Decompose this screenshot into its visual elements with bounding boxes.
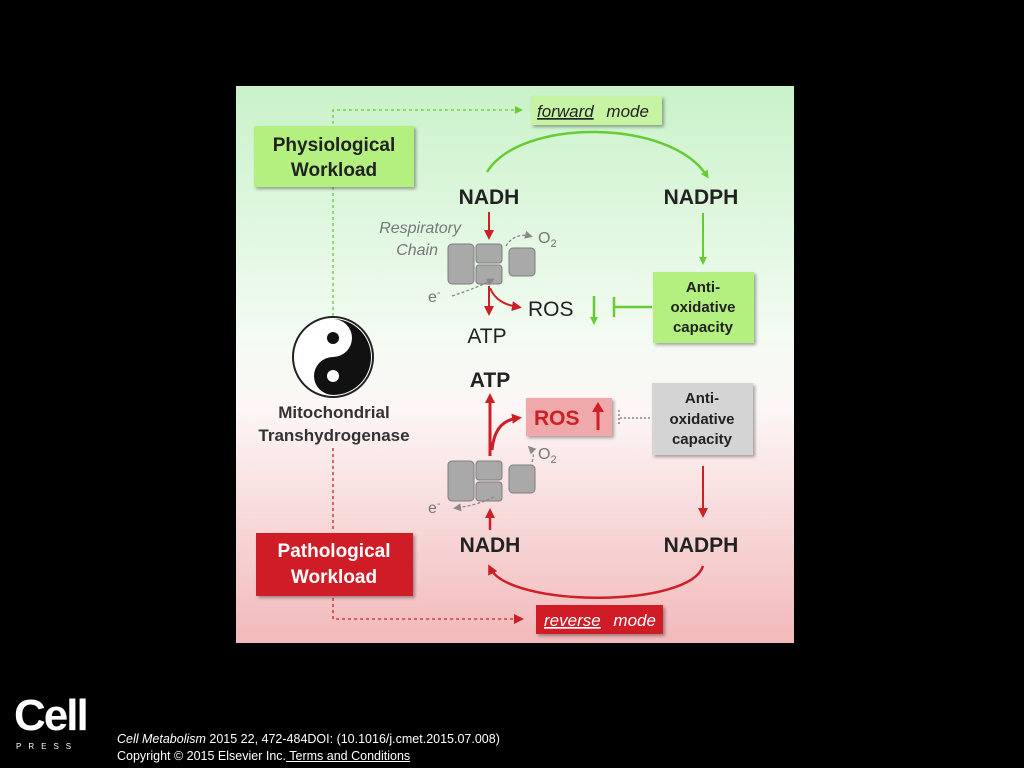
- bottom-nadph-label: NADPH: [664, 534, 739, 557]
- top-chain-complex-icon: [447, 243, 536, 285]
- top-antiox-line1: Anti-: [686, 279, 720, 296]
- physiological-workload-box: [254, 126, 414, 187]
- forward-mode-rest: mode: [606, 102, 649, 121]
- bottom-antioxidant-box: [652, 383, 753, 455]
- top-antiox-line2: oxidative: [670, 299, 735, 316]
- pathological-line2: Workload: [291, 567, 377, 588]
- reverse-mode-rest: mode: [613, 611, 656, 630]
- top-o2-subscript: 2: [550, 238, 556, 250]
- top-electron-sup: -: [437, 287, 441, 299]
- bottom-nadh-label: NADH: [460, 534, 521, 557]
- top-atp-label: ATP: [467, 325, 506, 348]
- forward-mode-word: forward: [537, 102, 594, 121]
- patho-to-reverse-connector: [332, 598, 524, 624]
- journal-name: Cell Metabolism: [117, 732, 206, 746]
- reverse-mode-word: reverse: [544, 611, 601, 630]
- bottom-o2-label: O: [538, 446, 550, 463]
- svg-text:O2: O2: [538, 446, 557, 466]
- reverse-arc-arrow: [488, 564, 705, 599]
- forward-arc-arrow: [485, 130, 709, 179]
- top-antioxidant-box: [653, 272, 754, 343]
- top-chain-to-ros-arrow: [489, 287, 522, 312]
- pathological-workload-box: [256, 533, 413, 596]
- citation-details: 2015 22, 472-484DOI: (10.1016/j.cmet.201…: [205, 732, 500, 746]
- respiratory-label-line1: Respiratory: [379, 220, 462, 237]
- top-ros-label: ROS: [528, 298, 574, 321]
- respiratory-label-line2: Chain: [396, 242, 438, 259]
- bottom-electron-sup: -: [437, 498, 441, 510]
- svg-text:reverse mode: reverse mode: [544, 611, 656, 630]
- ros-increase-arrow-icon: [592, 402, 604, 430]
- terms-link[interactable]: Terms and Conditions: [286, 749, 411, 763]
- svg-text:e-: e-: [428, 498, 441, 517]
- forward-mode-box: [531, 96, 662, 125]
- bottom-ros-label: ROS: [534, 407, 580, 430]
- citation-line: Cell Metabolism 2015 22, 472-484DOI: (10…: [117, 731, 500, 748]
- bottom-antiox-line1: Anti-: [685, 390, 719, 407]
- bottom-chain-to-ros-arrow: [490, 413, 522, 451]
- enzyme-line2: Transhydrogenase: [258, 426, 409, 445]
- svg-text:e-: e-: [428, 287, 441, 306]
- top-o2-dashed-arrow: [505, 230, 533, 247]
- physio-to-forward-connector: [332, 106, 523, 130]
- press-logo-word: PRESS: [16, 742, 79, 751]
- bottom-o2-dashed-arrow: [527, 445, 537, 463]
- pathological-line1: Pathological: [278, 541, 391, 562]
- bottom-antiox-line2: oxidative: [669, 411, 734, 428]
- top-nadh-label: NADH: [459, 186, 520, 209]
- top-nadph-label: NADPH: [664, 186, 739, 209]
- bottom-electron-label: e: [428, 500, 437, 517]
- bottom-o2-subscript: 2: [550, 454, 556, 466]
- bottom-chain-complex-icon: [447, 460, 536, 502]
- citation-footer: Cell Metabolism 2015 22, 472-484DOI: (10…: [117, 731, 500, 765]
- top-o2-label: O: [538, 230, 550, 247]
- svg-text:O2: O2: [538, 230, 557, 250]
- cell-press-logo: Cell PRESS: [14, 691, 89, 756]
- bottom-electron-dashed-arrow: [453, 496, 495, 512]
- top-electron-label: e: [428, 289, 437, 306]
- reverse-mode-box: [536, 605, 663, 634]
- bottom-atp-label: ATP: [470, 369, 510, 392]
- cell-logo-word: Cell: [14, 691, 89, 740]
- enzyme-line1: Mitochondrial: [278, 403, 389, 422]
- svg-text:forward mode: forward mode: [537, 102, 649, 121]
- top-antiox-line3: capacity: [673, 319, 734, 336]
- bottom-antiox-line3: capacity: [672, 431, 733, 448]
- physiological-line1: Physiological: [273, 135, 395, 156]
- yin-yang-icon: [292, 316, 374, 398]
- copyright-text: Copyright © 2015 Elsevier Inc.: [117, 749, 287, 763]
- copyright-line: Copyright © 2015 Elsevier Inc. Terms and…: [117, 748, 500, 765]
- physiological-line2: Workload: [291, 160, 377, 181]
